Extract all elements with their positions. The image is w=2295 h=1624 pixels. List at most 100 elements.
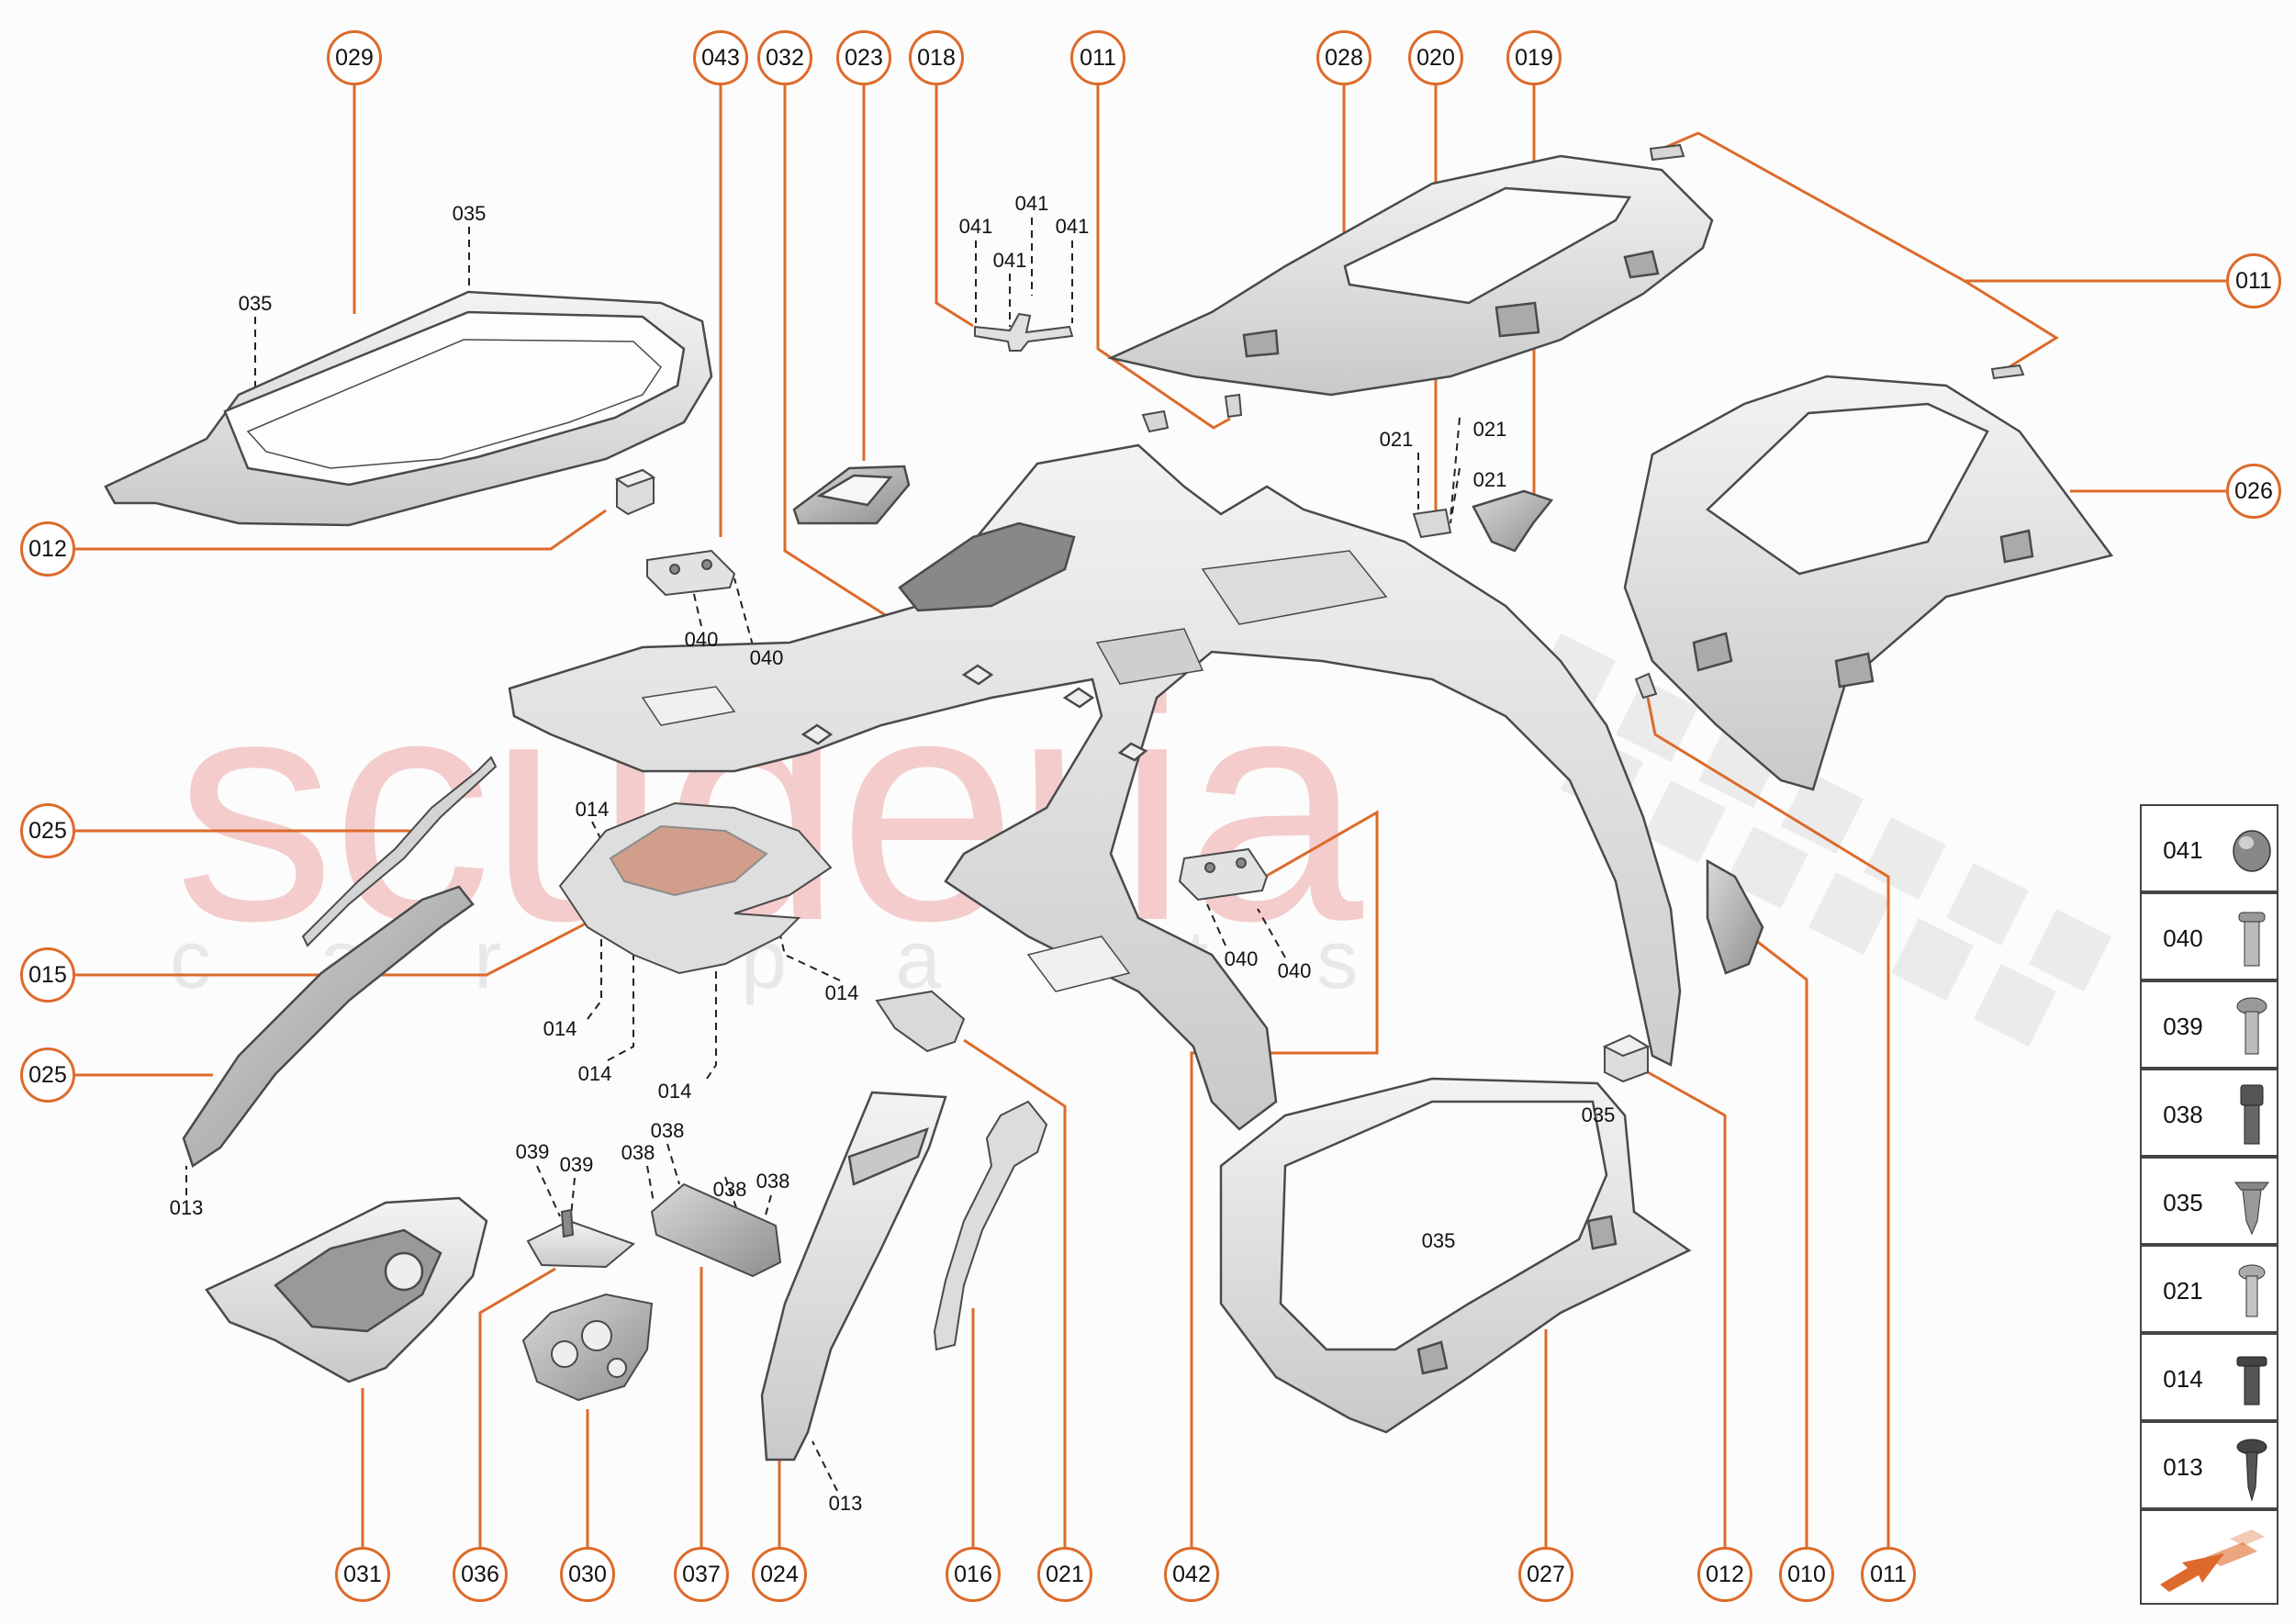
fastener-label: 038	[756, 1170, 790, 1193]
callout-037[interactable]: 037	[674, 1547, 729, 1602]
part-025-pillar-trim	[182, 885, 475, 1168]
callout-025[interactable]: 025	[20, 1047, 75, 1103]
fastener-label: 040	[749, 646, 784, 669]
fastener-label: 040	[684, 628, 719, 651]
legend-code: 014	[2163, 1364, 2203, 1393]
callout-023[interactable]: 023	[836, 30, 891, 85]
fastener-label: 035	[1581, 1103, 1616, 1126]
part-015-bracket-assembly	[558, 801, 833, 975]
fastener-label: 021	[1472, 418, 1507, 441]
part-018-clip	[974, 312, 1074, 352]
flange-bolt-icon	[2226, 1338, 2278, 1417]
callout-026[interactable]: 026	[2226, 464, 2281, 519]
callout-028[interactable]: 028	[1316, 30, 1371, 85]
push-clip-icon	[2226, 1162, 2278, 1241]
fastener-label: 021	[1472, 468, 1507, 491]
fastener-label: 041	[958, 215, 993, 238]
legend-row-038: 038	[2140, 1069, 2278, 1157]
legend-row-013: 013	[2140, 1421, 2278, 1509]
callout-011[interactable]: 011	[1070, 30, 1125, 85]
legend-row-041: 041	[2140, 804, 2278, 892]
callout-025[interactable]: 025	[20, 803, 75, 858]
part-019-lamp-housing	[1472, 489, 1554, 553]
callout-031[interactable]: 031	[335, 1547, 390, 1602]
callout-019[interactable]: 019	[1506, 30, 1562, 85]
callout-030[interactable]: 030	[560, 1547, 615, 1602]
part-026-rear-panel	[1623, 375, 2114, 791]
fastener-label: 038	[712, 1178, 747, 1201]
legend-row-039: 039	[2140, 980, 2278, 1069]
callout-011[interactable]: 011	[1861, 1547, 1916, 1602]
fastener-label: 014	[824, 981, 859, 1004]
callout-015[interactable]: 015	[20, 947, 75, 1002]
fastener-label: 035	[238, 292, 273, 315]
callout-011[interactable]: 011	[2226, 253, 2281, 308]
fastener-label: 041	[992, 249, 1027, 272]
fastener-label: 039	[515, 1140, 550, 1163]
part-042-bracket	[1178, 847, 1269, 902]
part-043-bracket	[646, 549, 736, 597]
pan-screw-icon	[2226, 986, 2278, 1065]
fastener-label: 014	[575, 798, 610, 821]
callout-029[interactable]: 029	[327, 30, 382, 85]
legend-row-040: 040	[2140, 892, 2278, 980]
part-012-pad-left	[614, 468, 656, 516]
part-025-upper-trim	[301, 756, 498, 947]
part-030-gasket	[521, 1293, 654, 1402]
fastener-label: 013	[169, 1196, 204, 1219]
fastener-label: 014	[657, 1080, 692, 1103]
part-011-clips	[1141, 143, 2025, 700]
legend-row-021: 021	[2140, 1245, 2278, 1333]
part-023-handle-trim	[792, 465, 911, 525]
callout-010[interactable]: 010	[1779, 1547, 1834, 1602]
legend-code: 021	[2163, 1276, 2203, 1305]
callout-021[interactable]: 021	[1037, 1547, 1092, 1602]
fastener-label: 038	[621, 1141, 655, 1164]
short-bolt-icon	[2226, 1250, 2278, 1329]
callout-027[interactable]: 027	[1518, 1547, 1573, 1602]
part-010-lamp	[1706, 858, 1764, 975]
fastener-label: 014	[577, 1062, 612, 1085]
legend-row-035: 035	[2140, 1157, 2278, 1245]
fastener-label: 013	[828, 1492, 863, 1515]
fastener-label: 035	[452, 202, 487, 225]
callout-043[interactable]: 043	[693, 30, 748, 85]
fastener-label: 041	[1014, 192, 1049, 215]
fastener-label: 041	[1055, 215, 1090, 238]
part-036-cover-plate	[526, 1208, 635, 1269]
legend-row-014: 014	[2140, 1333, 2278, 1421]
fastener-label: 014	[543, 1017, 577, 1040]
fastener-label: 040	[1224, 947, 1259, 970]
part-024-pillar-trim	[760, 1091, 947, 1462]
callout-016[interactable]: 016	[946, 1547, 1001, 1602]
legend-code: 039	[2163, 1012, 2203, 1040]
checker-watermark	[1533, 633, 2111, 1047]
callout-018[interactable]: 018	[909, 30, 964, 85]
callout-042[interactable]: 042	[1164, 1547, 1219, 1602]
legend-code: 038	[2163, 1100, 2203, 1128]
callout-020[interactable]: 020	[1408, 30, 1463, 85]
callout-012[interactable]: 012	[1697, 1547, 1752, 1602]
part-012-pad-right	[1602, 1034, 1651, 1083]
round-cap-icon	[2226, 810, 2278, 889]
callout-036[interactable]: 036	[453, 1547, 508, 1602]
part-032-main-headliner	[508, 443, 1682, 1131]
fastener-label: 040	[1277, 959, 1312, 982]
fastener-label: 035	[1421, 1229, 1456, 1252]
part-027-lower-panel	[1219, 1077, 1692, 1434]
part-016-hinge-rod	[933, 1100, 1048, 1351]
fastener-label: 038	[650, 1119, 685, 1142]
part-021-bracket	[875, 990, 966, 1053]
callout-032[interactable]: 032	[757, 30, 812, 85]
part-031-overhead-console	[205, 1196, 488, 1383]
legend-code: 040	[2163, 924, 2203, 952]
fastener-legend: 041 040 039 038 035 021 014 013	[2140, 804, 2278, 1605]
callout-012[interactable]: 012	[20, 521, 75, 577]
part-037-grille	[650, 1182, 782, 1278]
part-029-sunroof-frame	[104, 290, 713, 527]
socket-cap-screw-icon	[2226, 1074, 2278, 1153]
callout-024[interactable]: 024	[752, 1547, 807, 1602]
legend-code: 013	[2163, 1452, 2203, 1481]
